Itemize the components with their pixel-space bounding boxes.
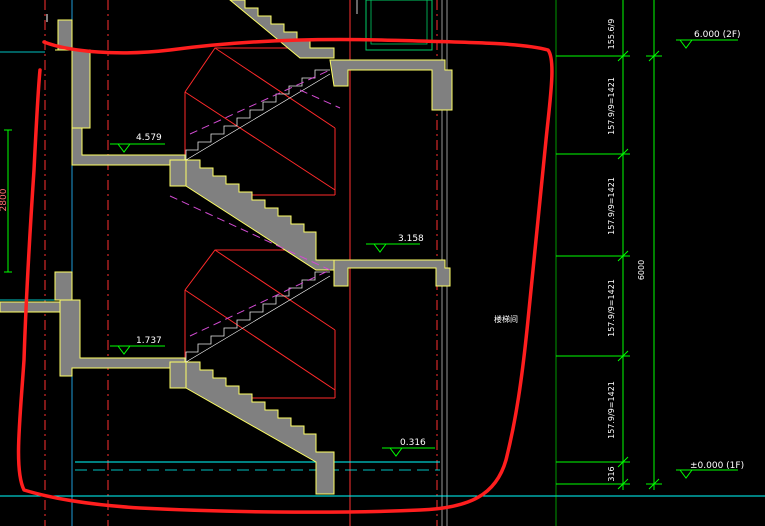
dimension-chain bbox=[4, 0, 662, 526]
room-label: 楼梯间 bbox=[494, 314, 518, 324]
window-frame bbox=[46, 0, 433, 51]
dim-top-partial: 155.6/9 bbox=[607, 19, 616, 50]
stair-flights bbox=[185, 0, 335, 495]
elevation-markers bbox=[110, 39, 738, 479]
elevation-0000-1f: ±0.000 (1F) bbox=[690, 461, 744, 471]
labels: 4.579 3.158 1.737 0.316 6.000 (2F) ±0.00… bbox=[0, 19, 744, 482]
dim-flight-3: 157.9/9=1421 bbox=[607, 279, 616, 337]
dim-total: 6000 bbox=[637, 260, 646, 280]
hidden-lines bbox=[169, 69, 341, 337]
dim-left-vertical: 2800 bbox=[0, 188, 9, 211]
red-markup-outline bbox=[16, 37, 554, 514]
elevation-1737: 1.737 bbox=[136, 336, 162, 346]
dim-flight-1: 157.9/9=1421 bbox=[607, 77, 616, 135]
elevation-3158: 3.158 bbox=[398, 234, 424, 244]
dim-flight-4: 157.9/9=1421 bbox=[607, 381, 616, 439]
elevation-4579: 4.579 bbox=[136, 133, 162, 143]
dim-base: 316 bbox=[607, 466, 616, 481]
elevation-6000-2f: 6.000 (2F) bbox=[694, 30, 741, 40]
dim-flight-2: 157.9/9=1421 bbox=[607, 177, 616, 235]
elevation-0316: 0.316 bbox=[400, 438, 426, 448]
